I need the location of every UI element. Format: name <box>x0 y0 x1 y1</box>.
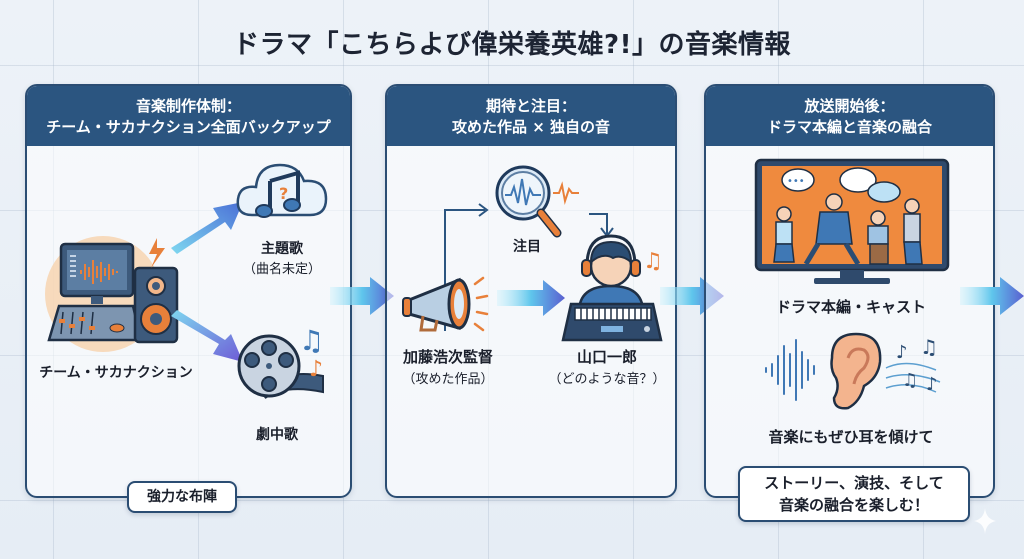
director-note: （攻めた作品） <box>402 372 494 387</box>
panel-production: 音楽制作体制： チーム・サカナクション全面バックアップ チーム・サカナクション <box>25 84 352 513</box>
listen-label: 音楽にもぜひ耳を傾けて <box>768 428 934 446</box>
panel-header: 期待と注目： 攻めた作品 × 独自の音 <box>387 86 675 146</box>
panel-header-line2: チーム・サカナクション全面バックアップ <box>46 117 331 136</box>
arrow-down-right-icon <box>171 310 243 362</box>
panel-broadcast: 放送開始後： ドラマ本編と音楽の融合 ••• ドラマ本編・キャスト ♪ ♫ ♫ <box>704 84 995 498</box>
arrow-right-icon <box>497 280 565 316</box>
svg-text:•••: ••• <box>787 176 805 187</box>
panel-header-line1: 放送開始後： <box>804 96 895 115</box>
composer-keyboard-icon: ♫ <box>561 234 663 342</box>
drama-cast-label: ドラマ本編・キャスト <box>775 298 926 316</box>
sparkle-icon <box>974 508 996 534</box>
panel-header: 放送開始後： ドラマ本編と音楽の融合 <box>706 86 993 146</box>
studio-equipment-icon <box>45 236 179 352</box>
ear-music-icon: ♪ ♫ ♫ ♪ <box>765 332 941 410</box>
theme-song-note: （曲名未定） <box>242 262 321 277</box>
panel-header-line2: 攻めた作品 × 独自の音 <box>451 117 610 136</box>
tv-drama-cast-icon: ••• <box>754 158 950 284</box>
svg-text:♪: ♪ <box>309 357 323 382</box>
svg-text:?: ? <box>279 184 288 203</box>
page-title: ドラマ「こちらよび偉栄養英雄?!」の音楽情報 <box>233 30 791 60</box>
panel-header-line1: 期待と注目： <box>485 96 576 115</box>
megaphone-icon <box>402 276 489 332</box>
panel-header-line2: ドラマ本編と音楽の融合 <box>766 117 932 136</box>
cloud-music-icon: ? <box>236 163 328 218</box>
svg-text:♫: ♫ <box>299 326 324 357</box>
panel-header: 音楽制作体制： チーム・サカナクション全面バックアップ <box>27 86 350 146</box>
attention-label: 注目 <box>513 239 541 255</box>
magnifier-waveform-icon <box>495 165 579 238</box>
composer-label: 山口一郎 <box>576 348 637 366</box>
panel-header-line1: 音楽制作体制： <box>135 96 241 115</box>
insert-song-label: 劇中歌 <box>256 427 298 443</box>
svg-text:♫: ♫ <box>920 335 938 359</box>
flow-arrow-3-icon <box>960 277 1024 315</box>
callout-line2: 音楽の融合を楽しむ！ <box>778 496 929 514</box>
flow-arrow-1-icon <box>330 277 394 315</box>
callout-enjoy-fusion: ストーリー、演技、そして 音楽の融合を楽しむ！ <box>738 466 970 522</box>
svg-text:♪: ♪ <box>926 374 938 395</box>
svg-text:♪: ♪ <box>896 342 908 363</box>
panel-expectation: 期待と注目： 攻めた作品 × 独自の音 注目 <box>385 84 677 498</box>
film-reel-icon: ♫ ♪ <box>237 326 324 399</box>
director-label: 加藤浩次監督 <box>402 348 493 366</box>
svg-text:♫: ♫ <box>902 370 918 391</box>
composer-note: （どのような音？） <box>548 372 666 387</box>
theme-song-label: 主題歌 <box>261 241 303 257</box>
team-label: チーム・サカナクション <box>39 365 193 381</box>
svg-text:♫: ♫ <box>643 249 663 274</box>
callout-line1: ストーリー、演技、そして <box>764 474 944 492</box>
arrow-up-right-icon <box>171 202 243 254</box>
callout-strong-lineup: 強力な布陣 <box>127 481 237 513</box>
